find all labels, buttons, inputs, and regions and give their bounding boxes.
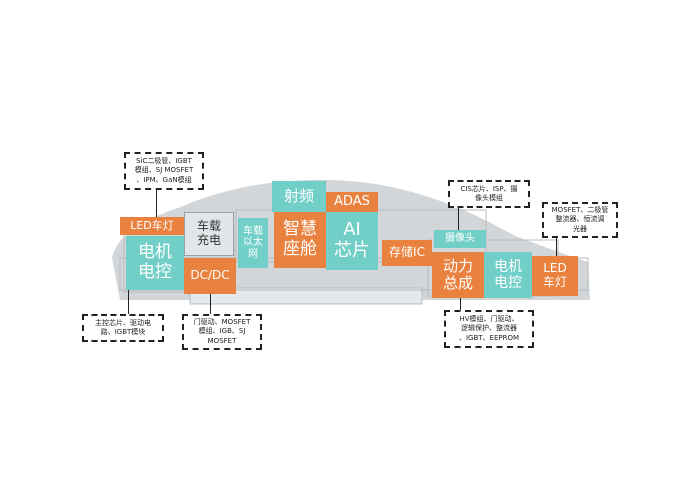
note-gate-drive: 门驱动、MOSFET 模组、IGB、SJ MOSFET xyxy=(182,314,262,350)
adas-module: ADAS xyxy=(326,192,378,212)
leader-mosfet-led xyxy=(556,238,557,256)
camera-module: 摄像头 xyxy=(434,230,486,248)
leader-main-ctrl xyxy=(128,290,129,314)
led-rear-module: LED 车灯 xyxy=(532,256,578,296)
note-cis: CIS芯片、ISP、摄 像头模组 xyxy=(448,180,530,208)
ethernet-module: 车载 以太 网 xyxy=(238,218,268,268)
powertrain-module: 动力 总成 xyxy=(432,252,484,298)
cockpit-module: 智慧 座舱 xyxy=(274,212,326,268)
ai-chip-module: AI 芯片 xyxy=(326,212,378,270)
led-front-module: LED车灯 xyxy=(120,217,184,235)
dcdc-module: DC/DC xyxy=(184,258,236,294)
leader-gate-drive xyxy=(210,294,211,314)
motor-rear-module: 电机 电控 xyxy=(484,252,532,298)
note-sic-igbt: SiC二极管、IGBT 模组、SJ MOSFET 、IPM、GaN模组 xyxy=(124,152,204,190)
note-mosfet-led: MOSFET、二极管 整流器、恒流调 光器 xyxy=(542,202,618,238)
car-floor-strip xyxy=(189,287,423,305)
charger-module: 车载 充电 xyxy=(184,212,234,256)
leader-sic xyxy=(156,190,157,217)
note-hv: HV模组、门驱动、 逻辑保护、整流器 、IGBT、EEPROM xyxy=(444,310,534,348)
leader-hv xyxy=(460,298,461,310)
storage-ic-module: 存储IC xyxy=(382,240,432,266)
motor-front-module: 电机 电控 xyxy=(126,236,184,290)
rf-module: 射频 xyxy=(272,181,326,212)
leader-cis xyxy=(458,208,459,230)
note-main-ctrl: 主控芯片、驱动电 路、IGBT模块 xyxy=(82,314,164,342)
